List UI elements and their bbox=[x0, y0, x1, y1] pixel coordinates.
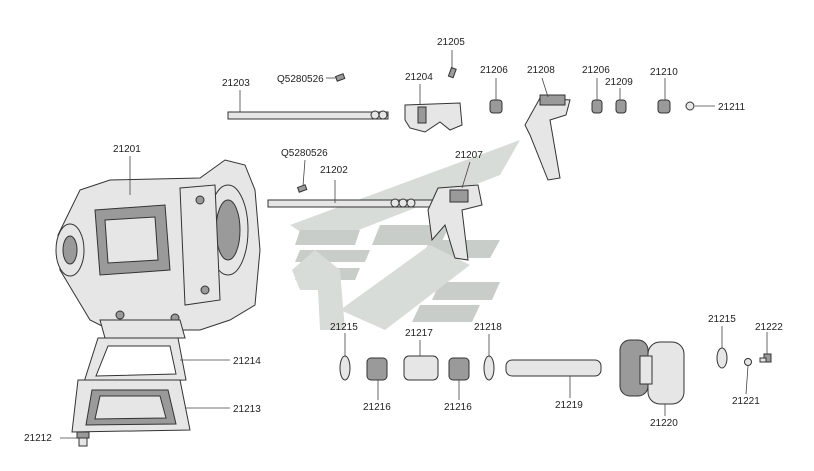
label-21221: 21221 bbox=[732, 396, 760, 407]
shift-fork-upper[interactable] bbox=[524, 94, 571, 181]
label-21222: 21222 bbox=[755, 322, 783, 333]
washer-thin[interactable] bbox=[483, 355, 495, 381]
label-21204: 21204 bbox=[405, 72, 433, 83]
label-21208: 21208 bbox=[527, 65, 555, 76]
label-21206-a: 21206 bbox=[480, 65, 508, 76]
bolt[interactable] bbox=[759, 353, 772, 363]
shift-rod-lower[interactable] bbox=[267, 198, 434, 208]
shaft[interactable] bbox=[505, 359, 602, 377]
label-21210: 21210 bbox=[650, 67, 678, 78]
bushing-small[interactable] bbox=[615, 99, 627, 114]
label-21216-a: 21216 bbox=[363, 402, 391, 413]
label-21219: 21219 bbox=[555, 400, 583, 411]
pin-q-upper[interactable] bbox=[334, 73, 346, 82]
watermark-logo bbox=[290, 140, 520, 330]
label-21214: 21214 bbox=[233, 356, 261, 367]
bottom-cover[interactable] bbox=[71, 379, 191, 433]
bushing-b[interactable] bbox=[591, 99, 603, 114]
washer-small[interactable] bbox=[744, 358, 752, 366]
label-21206-b: 21206 bbox=[582, 65, 610, 76]
cap[interactable] bbox=[657, 99, 671, 114]
bushing-a[interactable] bbox=[489, 99, 503, 114]
label-21220: 21220 bbox=[650, 418, 678, 429]
washer-b[interactable] bbox=[716, 347, 728, 369]
label-21216-b: 21216 bbox=[444, 402, 472, 413]
label-21213: 21213 bbox=[233, 404, 261, 415]
label-21217: 21217 bbox=[405, 328, 433, 339]
label-21203: 21203 bbox=[222, 78, 250, 89]
pin[interactable] bbox=[447, 66, 457, 79]
spacer[interactable] bbox=[403, 355, 439, 381]
double-gear[interactable] bbox=[619, 339, 685, 405]
label-21218: 21218 bbox=[474, 322, 502, 333]
label-q5280526-lower: Q5280526 bbox=[281, 148, 328, 159]
transmission-housing[interactable] bbox=[55, 159, 261, 339]
gasket[interactable] bbox=[83, 337, 187, 383]
label-21207: 21207 bbox=[455, 150, 483, 161]
leader-lines bbox=[60, 50, 768, 439]
label-q5280526-upper: Q5280526 bbox=[277, 74, 324, 85]
drain-plug[interactable] bbox=[76, 431, 90, 447]
label-21211: 21211 bbox=[718, 102, 746, 113]
washer-a[interactable] bbox=[339, 355, 351, 381]
shift-block[interactable] bbox=[404, 102, 463, 133]
part-labels: 21201 21202 21203 21204 21205 21206 2120… bbox=[24, 37, 783, 444]
label-21215-b: 21215 bbox=[708, 314, 736, 325]
needle-bearing-b[interactable] bbox=[448, 357, 470, 381]
snap-ring[interactable] bbox=[685, 101, 695, 111]
label-21215-a: 21215 bbox=[330, 322, 358, 333]
label-21202: 21202 bbox=[320, 165, 348, 176]
needle-bearing-a[interactable] bbox=[366, 357, 388, 381]
label-21205: 21205 bbox=[437, 37, 465, 48]
shift-fork-lower[interactable] bbox=[427, 184, 483, 261]
label-21201: 21201 bbox=[113, 144, 141, 155]
label-21212: 21212 bbox=[24, 433, 52, 444]
shift-rod-upper[interactable] bbox=[227, 110, 389, 120]
pin-q-lower[interactable] bbox=[296, 184, 308, 193]
label-21209: 21209 bbox=[605, 77, 633, 88]
